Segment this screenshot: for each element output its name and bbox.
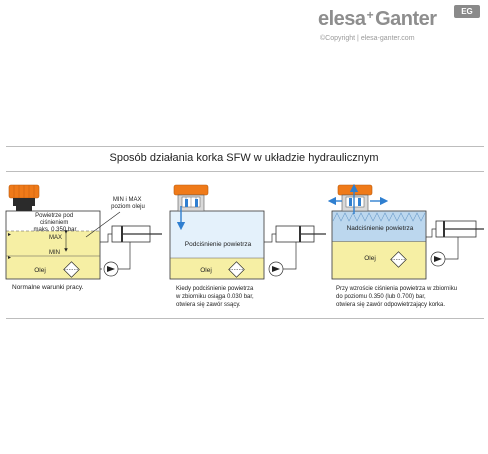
min-max-oil-label: MIN i MAX poziom oleju <box>111 197 145 210</box>
panel-vacuum-suction: Podciśnienie powietrza Olej Kiedy podciś… <box>169 184 326 308</box>
vacuum-label: Podciśnienie powietrza <box>185 241 252 248</box>
level-marker-top: ▸ <box>8 232 11 238</box>
breather-cap-3 <box>337 184 373 212</box>
caption-1: Normalne warunki pracy. <box>12 284 84 291</box>
breather-cap-1 <box>8 184 40 211</box>
breather-cap-2 <box>173 184 209 212</box>
max-level-label: MAX <box>49 235 62 241</box>
oil-zone-1 <box>6 231 100 279</box>
level-marker-bottom: ▸ <box>8 255 11 261</box>
copyright-text: ©Copyright | elesa-ganter.com <box>320 35 415 42</box>
air-pressure-label: Powietrze pod ciśnieniem maks. 0.350 bar <box>33 213 76 233</box>
caption-2: Kiedy podciśnienie powietrza w zbiorniku… <box>175 286 255 308</box>
oil-label-3: Olej <box>364 255 376 262</box>
diagram-title: Sposób działania korka SFW w układzie hy… <box>109 152 379 164</box>
pressure-pattern <box>332 212 426 222</box>
air-zone-1 <box>6 211 100 231</box>
overpressure-label: Nadciśnienie powietrza <box>347 225 414 232</box>
oil-label-1: Olej <box>34 267 46 274</box>
vacuum-zone-2 <box>170 211 264 258</box>
brand-header: elesa+Ganter EG ©Copyright | elesa-gante… <box>318 5 482 48</box>
top-rule <box>6 146 484 147</box>
panel-overpressure-vent: Nadciśnienie powietrza Olej Przy wzrości… <box>327 183 484 308</box>
oil-zone-2 <box>170 258 264 279</box>
title-rule <box>6 171 484 172</box>
min-level-label: MIN <box>49 250 60 256</box>
caption-3: Przy wzroście ciśnienia powietrza w zbio… <box>336 286 459 308</box>
panel-normal-operation: Powietrze pod ciśnieniem maks. 0.350 bar… <box>5 184 162 291</box>
eg-badge-icon: EG <box>454 5 480 18</box>
elesa-ganter-logo: elesa+Ganter <box>318 8 437 30</box>
oil-label-2: Olej <box>200 267 212 274</box>
bottom-rule <box>6 318 484 319</box>
